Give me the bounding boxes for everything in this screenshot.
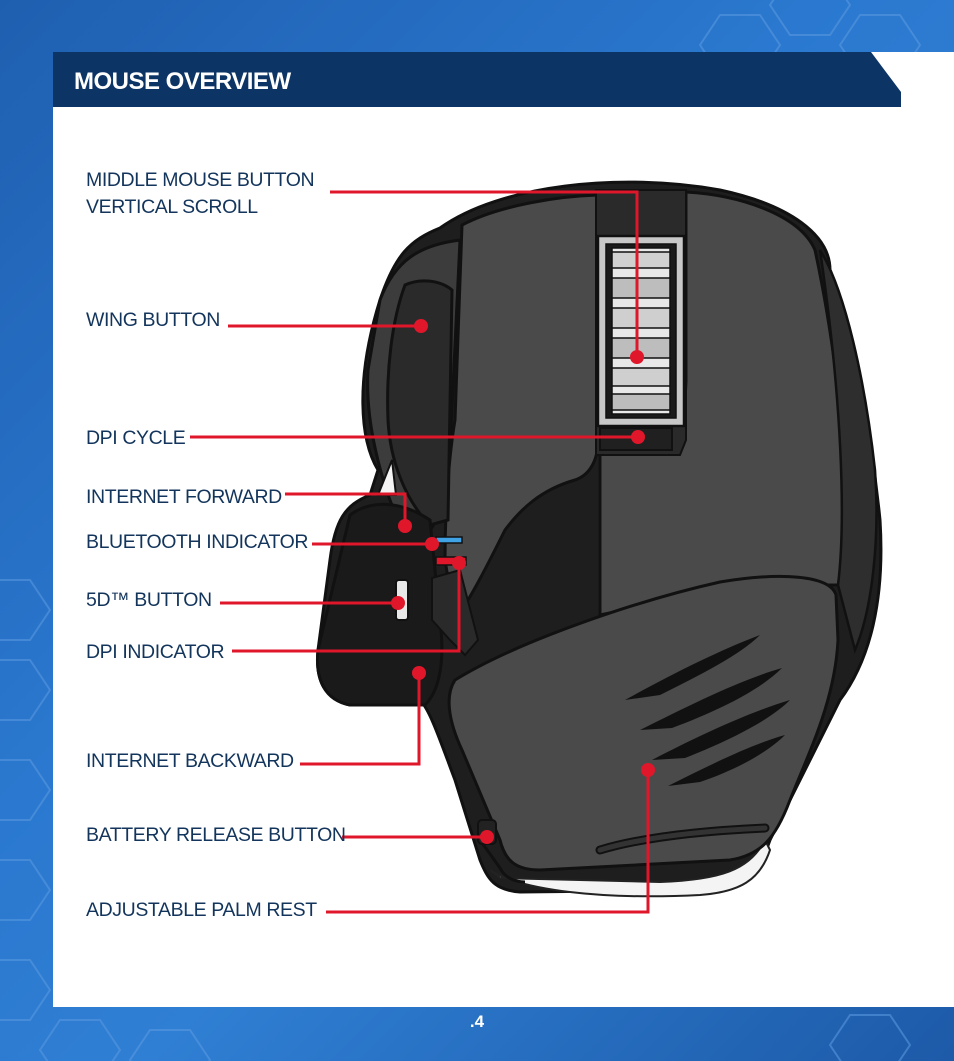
callout-line-internet-forward bbox=[285, 492, 407, 526]
label-bluetooth-indicator: BLUETOOTH INDICATOR bbox=[86, 531, 309, 553]
callout-dot-dpi-cycle bbox=[631, 430, 645, 444]
callout-dot-wing-button bbox=[414, 319, 428, 333]
mouse-base-strip bbox=[489, 837, 772, 898]
page-number: .4 bbox=[469, 1012, 485, 1031]
label-five-d-button: 5D™ BUTTON bbox=[86, 589, 212, 611]
callout-dot-dpi-indicator bbox=[452, 556, 466, 570]
page-title: MOUSE OVERVIEW bbox=[74, 68, 291, 95]
label-internet-forward: INTERNET FORWARD bbox=[86, 486, 282, 508]
mouse-side-grip bbox=[315, 502, 444, 707]
dpi-indicator-light bbox=[435, 556, 467, 566]
callout-dot-internet-forward bbox=[398, 519, 412, 533]
callout-dot-battery-release bbox=[480, 830, 494, 844]
label-dpi-indicator: DPI INDICATOR bbox=[86, 641, 225, 663]
claw-mark-logo bbox=[625, 635, 790, 786]
mouse-right-shell bbox=[818, 249, 878, 654]
callout-line-palm-rest bbox=[326, 770, 650, 914]
label-adjustable-palm-rest: ADJUSTABLE PALM REST bbox=[86, 899, 317, 921]
scroll-wheel bbox=[611, 247, 671, 415]
label-battery-release-button: BATTERY RELEASE BUTTON bbox=[86, 824, 346, 846]
title-bar bbox=[53, 52, 901, 107]
label-wing-button: WING BUTTON bbox=[86, 309, 220, 331]
label-middle-line2: VERTICAL SCROLL bbox=[86, 196, 258, 218]
callout-dot-five-d bbox=[391, 596, 405, 610]
label-middle-line1: MIDDLE MOUSE BUTTON bbox=[86, 169, 315, 191]
label-middle-mouse-button: MIDDLE MOUSE BUTTON VERTICAL SCROLL bbox=[86, 167, 315, 221]
callout-dot-bluetooth bbox=[425, 537, 439, 551]
label-dpi-cycle: DPI CYCLE bbox=[86, 427, 186, 449]
wing-button-shape bbox=[386, 279, 454, 527]
callout-line-middle-button bbox=[330, 190, 639, 357]
callout-line-dpi-indicator bbox=[232, 563, 461, 653]
callout-dot-middle-button bbox=[630, 350, 644, 364]
callout-line-internet-backward bbox=[300, 673, 421, 766]
callout-dot-internet-backward bbox=[412, 666, 426, 680]
callout-dot-palm-rest bbox=[641, 763, 655, 777]
label-internet-backward: INTERNET BACKWARD bbox=[86, 750, 294, 772]
